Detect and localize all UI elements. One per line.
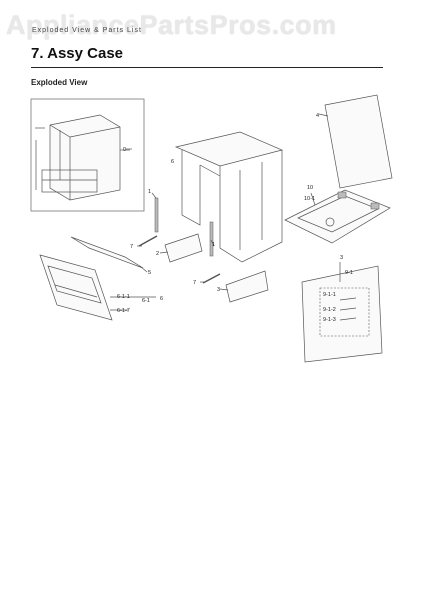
callout-6-1-1: 6-1-1 xyxy=(117,294,130,300)
callout-1a: 1 xyxy=(148,189,151,195)
side-panel-4 xyxy=(324,94,393,189)
callout-7b: 7 xyxy=(193,280,196,286)
page-title: 7. Assy Case xyxy=(31,45,124,62)
rail-right xyxy=(209,221,214,257)
callout-4: 4 xyxy=(316,113,319,119)
bracket-3 xyxy=(225,270,269,303)
callout-6a: 6 xyxy=(171,159,174,165)
title-divider xyxy=(31,67,383,68)
front-kickplate xyxy=(39,254,113,321)
callout-9-1: 9-1 xyxy=(345,270,353,276)
assembled-inset xyxy=(30,98,145,212)
callout-2: 2 xyxy=(156,251,159,257)
callout-6b: 6 xyxy=(160,296,163,302)
section-header: Exploded View & Parts List xyxy=(32,27,142,34)
callout-3a: 3 xyxy=(217,287,220,293)
callout-3b: 3 xyxy=(340,255,343,261)
screw-upper xyxy=(138,235,158,247)
callout-9-1-1: 9-1-1 xyxy=(323,292,336,298)
callout-9-1-2: 9-1-2 xyxy=(323,307,336,313)
rail-left xyxy=(154,197,159,233)
callout-1b: 1 xyxy=(212,242,215,248)
callout-6-1: 6-1 xyxy=(142,298,150,304)
callout-0: 0 xyxy=(123,147,126,153)
callout-6-1-7: 6-1-7 xyxy=(117,308,130,314)
bracket-2 xyxy=(164,233,203,263)
callout-9-1-3: 9-1-3 xyxy=(323,317,336,323)
callout-10-1: 10-1 xyxy=(304,196,315,202)
callout-10: 10 xyxy=(307,185,313,191)
exploded-view-heading: Exploded View xyxy=(31,78,88,87)
base-pan xyxy=(284,189,391,244)
toe-kick-bracket xyxy=(70,236,144,269)
watermark: AppliancePartsPros.com xyxy=(6,10,337,40)
screw-lower xyxy=(202,273,221,284)
parts-bag xyxy=(301,265,383,363)
leader-lines xyxy=(110,113,341,311)
outer-case xyxy=(174,131,284,263)
callout-7a: 7 xyxy=(130,244,133,250)
callout-5: 5 xyxy=(148,270,151,276)
